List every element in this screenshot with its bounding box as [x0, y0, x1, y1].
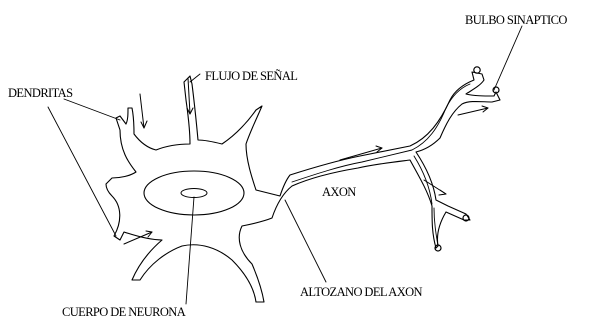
arrow-axon — [340, 148, 382, 160]
label-flujo-de-senal: FLUJO DE SEÑAL — [205, 70, 297, 83]
arrow-flujo — [188, 78, 190, 114]
label-bulbo-sinaptico: BULBO SINAPTICO — [465, 14, 567, 27]
leader-cuerpo — [186, 197, 194, 304]
synaptic-bulb — [474, 67, 480, 73]
axon-inner-line — [292, 84, 470, 182]
leader-bulbo — [494, 26, 522, 90]
nucleolus — [181, 189, 207, 198]
label-cuerpo-de-neurona: CUERPO DE NEURONA — [62, 306, 185, 319]
label-altozano-del-axon: ALTOZANO DEL AXON — [300, 286, 422, 299]
label-dendritas: DENDRITAS — [8, 87, 72, 100]
leader-flujo — [190, 74, 200, 82]
leader-altozano — [285, 200, 326, 282]
signal-arrows — [124, 78, 488, 244]
cell-body-outline — [106, 72, 500, 302]
nucleus-outer — [144, 171, 244, 215]
leader-dendritas-1 — [64, 99, 120, 120]
leader-dendritas-2 — [48, 107, 116, 236]
label-axon: AXON — [322, 186, 356, 199]
leader-lines — [48, 26, 522, 304]
